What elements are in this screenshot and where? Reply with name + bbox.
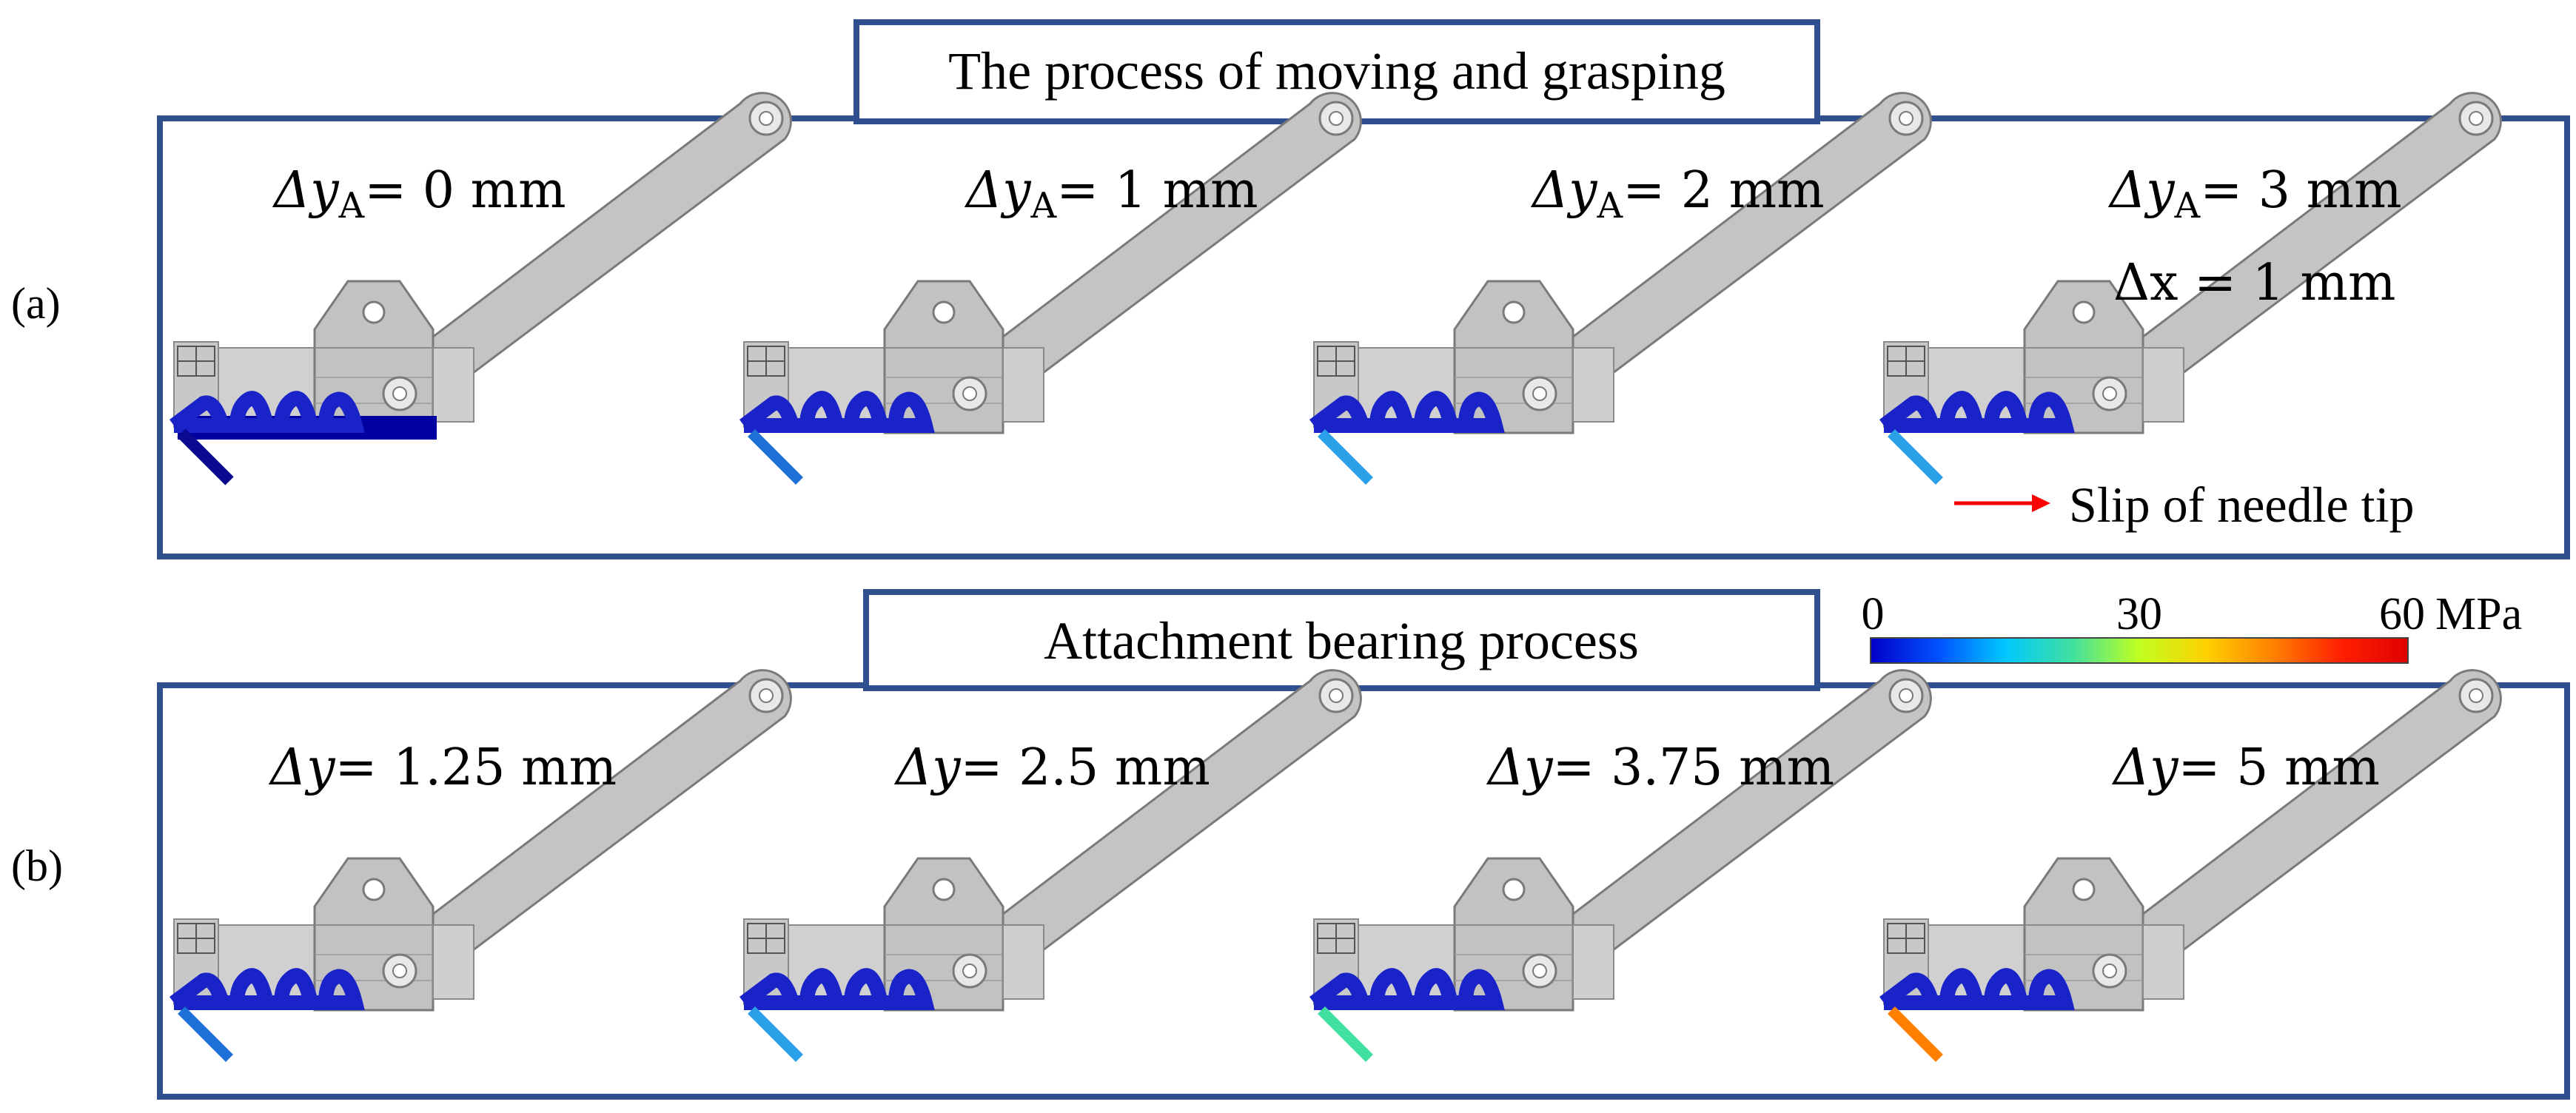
frame-a3-value: = 2 mm <box>1623 161 1824 220</box>
frame-a3-sub: A <box>1597 185 1624 226</box>
frame-b4-dy: Δy <box>2111 739 2179 797</box>
frame-b1 <box>170 669 792 1062</box>
frame-b3-dy: Δy <box>1486 739 1554 797</box>
frame-b3-value: = 3.75 mm <box>1553 739 1835 797</box>
frame-a4-sub: A <box>2174 185 2201 226</box>
panel-b-tag: (b) <box>11 841 63 890</box>
svg-text:Δy= 2.5 mm: Δy= 2.5 mm <box>893 739 1210 797</box>
panel-b: (b) Attachment bearing process Δy= 1.25 … <box>11 589 2570 1100</box>
panel-a-tag: (a) <box>11 279 61 328</box>
frame-a4-dy: Δy <box>2107 161 2176 220</box>
slip-arrow-head <box>2032 494 2050 512</box>
colorbar-min: 0 <box>1862 589 1885 639</box>
frame-b3 <box>1309 669 1932 1062</box>
panel-b-title: Attachment bearing process <box>1044 611 1639 670</box>
colorbar-mid: 30 <box>2116 589 2162 639</box>
frame-a4-value: = 3 mm <box>2200 161 2401 220</box>
colorbar-bar <box>1870 637 2409 664</box>
frame-b1-dy: Δy <box>268 739 336 797</box>
panel-a-title: The process of moving and grasping <box>948 41 1725 101</box>
frame-b4-value: = 5 mm <box>2178 739 2380 797</box>
frame-b1-value: = 1.25 mm <box>335 739 617 797</box>
frame-a3-dy: Δy <box>1530 161 1598 220</box>
svg-text:ΔyA= 0 mm: ΔyA= 0 mm <box>272 161 566 226</box>
colorbar: 0 30 60 MPa <box>1862 589 2522 664</box>
svg-text:ΔyA= 1 mm: ΔyA= 1 mm <box>964 161 1258 226</box>
frame-a3 <box>1309 92 1932 485</box>
svg-text:Δy= 5 mm: Δy= 5 mm <box>2111 739 2380 797</box>
frame-a1-dy: Δy <box>272 161 340 220</box>
frame-a2-value: = 1 mm <box>1056 161 1258 220</box>
frame-b4 <box>1879 669 2502 1062</box>
svg-text:Δy= 1.25 mm: Δy= 1.25 mm <box>268 739 617 797</box>
svg-text:ΔyA= 2 mm: ΔyA= 2 mm <box>1530 161 1825 226</box>
frame-a4-extra: Δx = 1 mm <box>2113 254 2396 312</box>
frame-b2 <box>739 669 1362 1062</box>
frame-a1 <box>170 92 792 485</box>
colorbar-unit: MPa <box>2435 589 2522 639</box>
colorbar-max: 60 <box>2379 589 2425 639</box>
svg-text:ΔyA= 3 mm: ΔyA= 3 mm <box>2107 161 2402 226</box>
svg-text:Δy= 3.75 mm: Δy= 3.75 mm <box>1486 739 1834 797</box>
frame-a2-dy: Δy <box>964 161 1032 220</box>
frame-a1-value: = 0 mm <box>364 161 566 220</box>
frame-a2-sub: A <box>1030 185 1058 226</box>
panel-a: (a) The process of moving and grasping Δ… <box>11 19 2570 559</box>
slip-annotation: Slip of needle tip <box>2069 477 2414 533</box>
frame-a1-sub: A <box>338 185 366 226</box>
frame-b2-dy: Δy <box>893 739 962 797</box>
frame-a4 <box>1879 92 2502 485</box>
frame-a2 <box>739 92 1362 485</box>
frame-b2-value: = 2.5 mm <box>961 739 1210 797</box>
